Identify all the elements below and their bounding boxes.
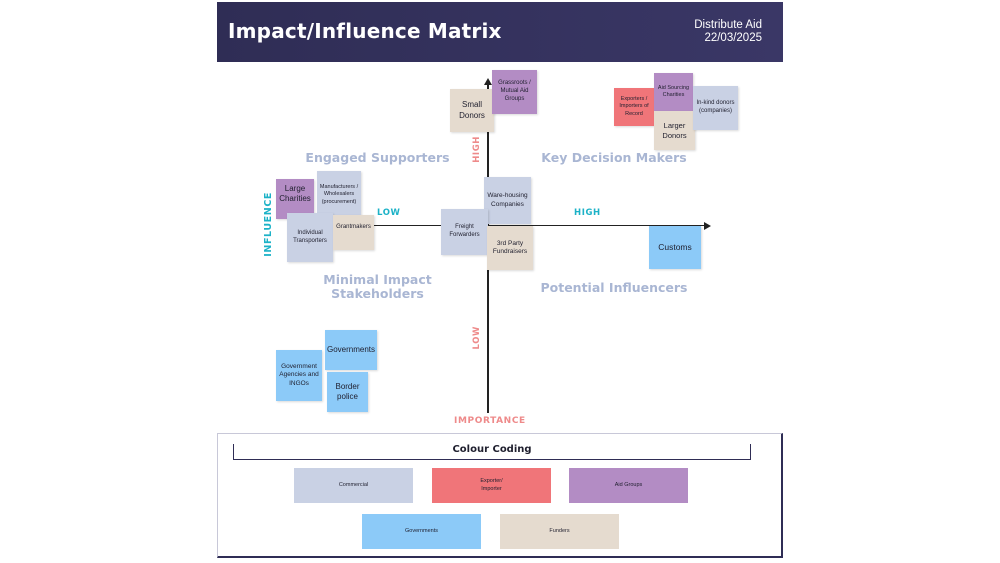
organization-name: Distribute Aid [694, 19, 762, 31]
note-individual-transporters-text: Individual Transporters [293, 229, 327, 244]
legend-exporter-label-line2: Importer [481, 485, 502, 492]
note-large-charities-text: Large Charities [279, 184, 311, 204]
legend-governments-label: Governments [404, 527, 438, 534]
note-customs-text: Customs [658, 241, 692, 252]
influence-axis-label: INFLUENCE [263, 192, 274, 257]
quadrant-engaged-supporters: Engaged Supporters [305, 150, 450, 165]
note-border-police-text: Border police [335, 381, 360, 401]
legend-aid-groups-label: Aid Groups [614, 481, 643, 488]
note-government-agencies-text: Government Agencies and INGOs [279, 362, 319, 387]
note-aid-sourcing[interactable]: Aid Sourcing Charities [654, 73, 693, 111]
legend-exporter-importer: Exporter/ Importer [432, 468, 551, 503]
note-grantmakers-text: Grantmakers [336, 224, 371, 230]
note-small-donors[interactable]: Small Donors [450, 89, 494, 132]
quadrant-minimal-impact: Minimal Impact Stakeholders [315, 273, 440, 301]
note-customs[interactable]: Customs [649, 226, 701, 269]
colour-coding-panel: Colour Coding Commercial Exporter/ Impor… [217, 433, 783, 558]
importance-high-label: HIGH [472, 136, 482, 163]
note-warehousing-text: Ware-housing Companies [487, 192, 528, 208]
note-freight-forwarders-text: Freight Forwarders [449, 224, 480, 238]
legend-funders: Funders [500, 514, 619, 549]
legend-funders-label: Funders [549, 527, 570, 534]
note-large-charities[interactable]: Large Charities [276, 179, 314, 219]
horizontal-axis [300, 224, 705, 226]
note-grassroots[interactable]: Grassroots / Mutual Aid Groups [492, 70, 537, 114]
quadrant-key-decision-makers: Key Decision Makers [541, 150, 687, 165]
note-3rd-party-fundraisers-text: 3rd Party Fundraisers [492, 239, 528, 255]
note-freight-forwarders[interactable]: Freight Forwarders [441, 209, 488, 255]
vertical-axis-arrow [484, 78, 492, 85]
note-inkind-donors[interactable]: In-kind donors (companies) [693, 86, 738, 130]
note-manufacturers[interactable]: Manufacturers / Wholesalers (procurement… [317, 171, 361, 219]
quadrant-minimal-impact-line1: Minimal Impact [323, 272, 432, 287]
influence-low-label: LOW [377, 208, 401, 218]
note-warehousing[interactable]: Ware-housing Companies [484, 177, 531, 224]
header-date: 22/03/2025 [704, 32, 762, 44]
note-exporters[interactable]: Exporters / Importers of Record [614, 88, 654, 126]
importance-axis-label: IMPORTANCE [454, 416, 526, 426]
note-individual-transporters[interactable]: Individual Transporters [287, 213, 333, 262]
legend-commercial-label: Commercial [338, 481, 369, 488]
legend-commercial: Commercial [294, 468, 413, 503]
legend-title: Colour Coding [233, 444, 751, 460]
importance-low-label: LOW [472, 326, 482, 350]
legend-exporter-label-line1: Exporter/ [480, 477, 503, 484]
legend-governments: Governments [362, 514, 481, 549]
note-border-police[interactable]: Border police [327, 372, 368, 412]
note-3rd-party-fundraisers[interactable]: 3rd Party Fundraisers [487, 226, 533, 270]
page-title: Impact/Influence Matrix [228, 19, 502, 43]
note-grassroots-text: Grassroots / Mutual Aid Groups [498, 80, 531, 102]
note-government-agencies[interactable]: Government Agencies and INGOs [276, 350, 322, 401]
note-governments[interactable]: Governments [325, 330, 377, 370]
note-inkind-donors-text: In-kind donors (companies) [696, 100, 735, 114]
note-exporters-text: Exporters / Importers of Record [619, 96, 649, 117]
note-manufacturers-text: Manufacturers / Wholesalers (procurement… [319, 184, 359, 205]
note-small-donors-text: Small Donors [459, 100, 485, 120]
note-grantmakers[interactable]: Grantmakers [333, 215, 374, 250]
note-larger-donors[interactable]: Larger Donors [654, 111, 695, 150]
legend-aid-groups: Aid Groups [569, 468, 688, 503]
note-larger-donors-text: Larger Donors [662, 120, 687, 140]
quadrant-minimal-impact-line2: Stakeholders [331, 286, 424, 301]
note-governments-text: Governments [326, 344, 376, 354]
quadrant-potential-influencers: Potential Influencers [540, 280, 688, 295]
note-aid-sourcing-text: Aid Sourcing Charities [657, 84, 690, 98]
influence-high-label: HIGH [574, 208, 601, 218]
header-bar: Impact/Influence Matrix Distribute Aid 2… [217, 2, 783, 62]
horizontal-axis-arrow [704, 221, 711, 230]
